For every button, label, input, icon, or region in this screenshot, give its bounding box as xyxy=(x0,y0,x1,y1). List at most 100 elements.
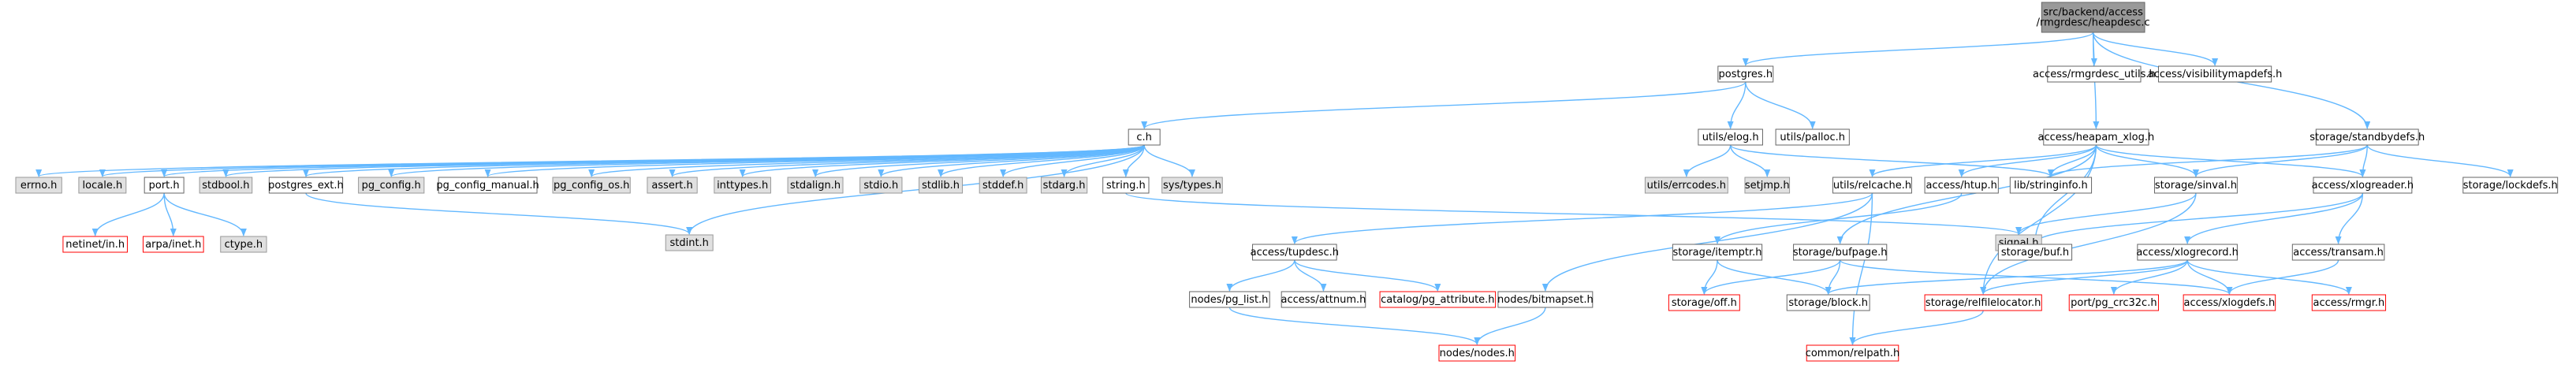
node-label-storage_block_h: storage/block.h xyxy=(1788,297,1868,309)
edge-port_h-to-ctype_h xyxy=(163,192,247,236)
node-box-access_xlogdefs_h xyxy=(2183,294,2276,311)
node-stdalign_h[interactable]: stdalign.h xyxy=(787,177,844,194)
node-label-access_tupdesc_h: access/tupdesc.h xyxy=(1251,247,1339,259)
node-access_xlogrecord_h[interactable]: access/xlogrecord.h xyxy=(2136,244,2239,261)
node-storage_lockdefs_h[interactable]: storage/lockdefs.h xyxy=(2462,177,2559,194)
node-box-string_h xyxy=(1102,177,1150,194)
edge-c_h-to-stdalign_h xyxy=(812,144,1145,177)
node-access_xlogdefs_h[interactable]: access/xlogdefs.h xyxy=(2183,294,2276,311)
node-stdlib_h[interactable]: stdlib.h xyxy=(919,177,964,194)
node-nodes_nodes_h[interactable]: nodes/nodes.h xyxy=(1438,344,1516,362)
node-box-nodes_bitmapset_h xyxy=(1497,291,1594,308)
node-storage_buf_h[interactable]: storage/buf.h xyxy=(1997,244,2073,261)
node-box-access_xlogrecord_h xyxy=(2137,244,2238,261)
node-assert_h[interactable]: assert.h xyxy=(647,177,698,194)
node-port_pg_crc32c_h[interactable]: port/pg_crc32c.h xyxy=(2068,294,2159,311)
dependency-edges xyxy=(35,32,2514,345)
node-utils_relcache_h[interactable]: utils/relcache.h xyxy=(1832,177,1912,194)
node-errno_h[interactable]: errno.h xyxy=(15,177,62,194)
node-access_transam_h[interactable]: access/transam.h xyxy=(2291,244,2385,261)
node-label-utils_elog_h: utils/elog.h xyxy=(1702,132,1759,143)
node-label-access_xlogreader_h: access/xlogreader.h xyxy=(2312,180,2414,192)
node-stdint_h[interactable]: stdint.h xyxy=(665,234,714,251)
node-box-port_pg_crc32c_h xyxy=(2068,294,2159,311)
file-nodes: src/backend/access/rmgrdesc/heapdesc.c po… xyxy=(15,2,2559,362)
node-heapam_xlog_h[interactable]: access/heapam_xlog.h xyxy=(2038,128,2155,146)
node-root[interactable]: src/backend/access/rmgrdesc/heapdesc.c xyxy=(2037,2,2150,33)
node-utils_errcodes_h[interactable]: utils/errcodes.h xyxy=(1644,177,1728,194)
node-label-utils_palloc_h: utils/palloc.h xyxy=(1780,132,1845,143)
node-lib_stringinfo_h[interactable]: lib/stringinfo.h xyxy=(2009,177,2093,194)
node-label-netinet_in_h: netinet/in.h xyxy=(65,239,125,251)
node-stdarg_h[interactable]: stdarg.h xyxy=(1040,177,1088,194)
node-access_htup_h[interactable]: access/htup.h xyxy=(1924,177,1999,194)
node-standbydefs_h[interactable]: storage/standbydefs.h xyxy=(2309,128,2425,146)
node-stdio_h[interactable]: stdio.h xyxy=(859,177,903,194)
node-box-c_h xyxy=(1128,128,1161,146)
node-label-assert_h: assert.h xyxy=(651,180,692,192)
node-stdbool_h[interactable]: stdbool.h xyxy=(199,177,253,194)
node-box-access_tupdesc_h xyxy=(1252,244,1337,261)
edge-access_tupdesc_h-to-catalog_pg_attribute_h xyxy=(1294,259,1441,292)
node-pg_config_h[interactable]: pg_config.h xyxy=(358,177,425,194)
node-utils_palloc_h[interactable]: utils/palloc.h xyxy=(1775,128,1850,146)
node-storage_block_h[interactable]: storage/block.h xyxy=(1786,294,1870,311)
edge-c_h-to-stdio_h xyxy=(878,144,1145,177)
node-box-pg_config_os_h xyxy=(552,177,631,194)
node-pg_config_os_h[interactable]: pg_config_os.h xyxy=(552,177,631,194)
node-postgres_h[interactable]: postgres.h xyxy=(1717,65,1774,83)
node-box-nodes_nodes_h xyxy=(1438,344,1516,362)
node-box-storage_sinval_h xyxy=(2153,177,2238,194)
node-access_attnum_h[interactable]: access/attnum.h xyxy=(1281,291,1366,308)
edge-c_h-to-stdlib_h xyxy=(938,144,1145,177)
node-storage_itemptr_h[interactable]: storage/itemptr.h xyxy=(1672,244,1763,261)
node-box-storage_off_h xyxy=(1668,294,1740,311)
node-nodes_pg_list_h[interactable]: nodes/pg_list.h xyxy=(1189,291,1270,308)
node-label-storage_off_h: storage/off.h xyxy=(1672,297,1737,309)
node-arpa_inet_h[interactable]: arpa/inet.h xyxy=(143,236,204,253)
node-stddef_h[interactable]: stddef.h xyxy=(979,177,1027,194)
node-label-pg_config_os_h: pg_config_os.h xyxy=(554,180,629,192)
edge-standbydefs_h-to-lib_stringinfo_h xyxy=(2048,144,2368,177)
node-locale_h[interactable]: locale.h xyxy=(78,177,127,194)
node-common_relpath_h[interactable]: common/relpath.h xyxy=(1806,344,1900,362)
node-label-stdlib_h: stdlib.h xyxy=(922,180,960,192)
node-box-netinet_in_h xyxy=(62,236,129,253)
node-box-assert_h xyxy=(647,177,698,194)
node-visibilitymapdefs_h[interactable]: access/visibilitymapdefs.h xyxy=(2148,65,2283,83)
node-box-utils_errcodes_h xyxy=(1644,177,1728,194)
node-label-stdalign_h: stdalign.h xyxy=(790,180,841,192)
node-label-ctype_h: ctype.h xyxy=(225,239,263,251)
node-label-errno_h: errno.h xyxy=(21,180,58,192)
node-rmgrdesc_utils_h[interactable]: access/rmgrdesc_utils.h xyxy=(2033,65,2156,83)
node-port_h[interactable]: port.h xyxy=(144,177,185,194)
node-storage_relfilelocator_h[interactable]: storage/relfilelocator.h xyxy=(1924,294,2042,311)
node-setjmp_h[interactable]: setjmp.h xyxy=(1744,177,1791,194)
node-box-stdio_h xyxy=(859,177,903,194)
node-label-access_transam_h: access/transam.h xyxy=(2293,247,2384,259)
node-label-rmgrdesc_utils_h: access/rmgrdesc_utils.h xyxy=(2033,69,2156,80)
node-sys_types_h[interactable]: sys/types.h xyxy=(1161,177,1223,194)
node-netinet_in_h[interactable]: netinet/in.h xyxy=(62,236,129,253)
node-box-stdint_h xyxy=(665,234,714,251)
node-label-stdio_h: stdio.h xyxy=(863,180,898,192)
node-c_h[interactable]: c.h xyxy=(1128,128,1161,146)
edge-access_xlogrecord_h-to-storage_block_h xyxy=(1825,259,2188,295)
node-utils_elog_h[interactable]: utils/elog.h xyxy=(1698,128,1763,146)
node-access_rmgr_h[interactable]: access/rmgr.h xyxy=(2311,294,2387,311)
node-inttypes_h[interactable]: inttypes.h xyxy=(714,177,771,194)
node-access_tupdesc_h[interactable]: access/tupdesc.h xyxy=(1251,244,1339,261)
node-ctype_h[interactable]: ctype.h xyxy=(220,236,267,253)
edge-c_h-to-inttypes_h xyxy=(739,144,1145,177)
node-storage_sinval_h[interactable]: storage/sinval.h xyxy=(2153,177,2238,194)
node-catalog_pg_attribute_h[interactable]: catalog/pg_attribute.h xyxy=(1379,291,1497,308)
node-storage_off_h[interactable]: storage/off.h xyxy=(1668,294,1740,311)
node-access_xlogreader_h[interactable]: access/xlogreader.h xyxy=(2312,177,2414,194)
node-pg_config_manual_h[interactable]: pg_config_manual.h xyxy=(436,177,539,194)
node-storage_bufpage_h[interactable]: storage/bufpage.h xyxy=(1793,244,1888,261)
edge-c_h-to-pg_config_h xyxy=(388,144,1145,177)
node-postgres_ext_h[interactable]: postgres_ext.h xyxy=(268,177,344,194)
node-nodes_bitmapset_h[interactable]: nodes/bitmapset.h xyxy=(1497,291,1594,308)
node-box-sys_types_h xyxy=(1161,177,1223,194)
node-string_h[interactable]: string.h xyxy=(1102,177,1150,194)
